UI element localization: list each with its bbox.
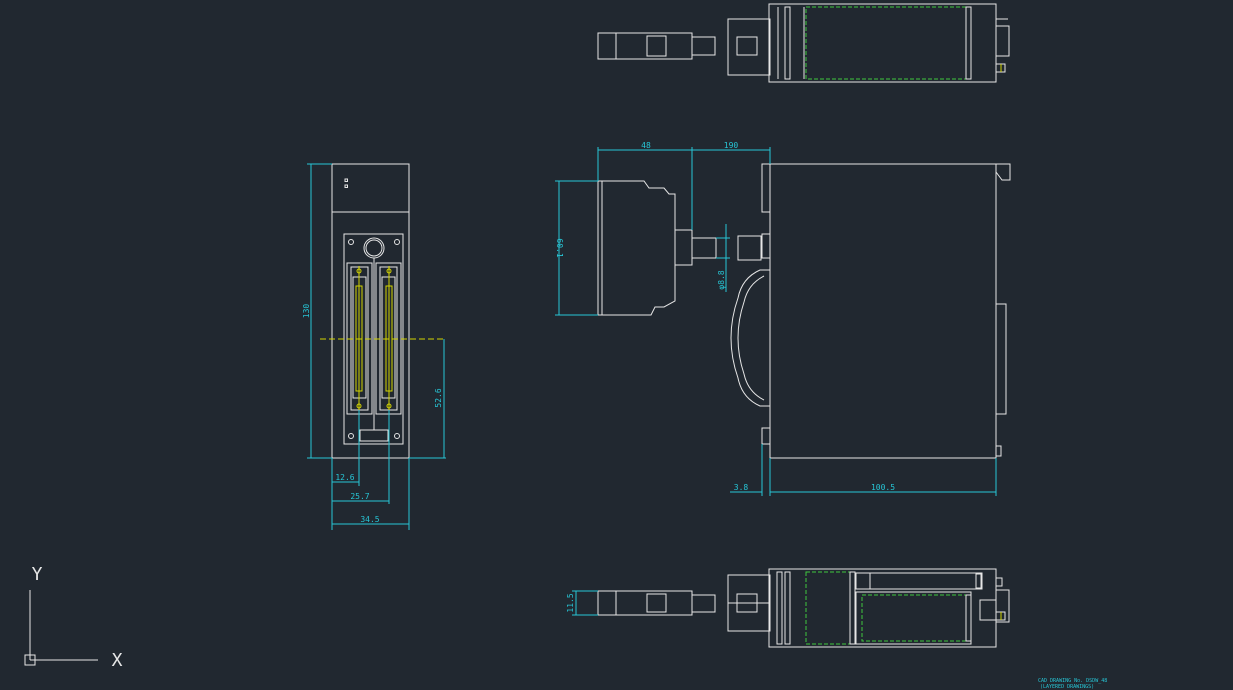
bottom-view <box>597 568 1010 648</box>
dim-60-1: 60.1 <box>555 238 564 257</box>
front-view <box>320 163 444 459</box>
top-view <box>597 3 1010 83</box>
dim-100-5: 100.5 <box>871 483 895 492</box>
dim-34-5: 34.5 <box>360 515 379 524</box>
dim-48: 48 <box>641 141 651 150</box>
ucs-y-label: Y <box>32 564 43 585</box>
dim-11-5: 11.5 <box>566 593 575 612</box>
bottom-view-dimensions: 11.5 <box>566 590 598 616</box>
dim-12-6: 12.6 <box>335 473 354 482</box>
side-view <box>597 163 1011 459</box>
dim-130: 130 <box>302 304 311 319</box>
ucs-icon: Y X <box>24 564 123 671</box>
title-block: CAD DRAWING No. DSDW_48 (LAYERED DRAWING… <box>1038 678 1107 690</box>
dim-190: 190 <box>724 141 739 150</box>
title-block-line2: (LAYERED DRAWINGS) <box>1040 684 1094 690</box>
dim-3-8: 3.8 <box>734 483 749 492</box>
dim-25-7: 25.7 <box>350 492 369 501</box>
ucs-x-label: X <box>112 650 123 671</box>
front-view-dimensions: 130 52.6 12.6 25.7 34.5 <box>302 163 446 530</box>
dim-52-6: 52.6 <box>434 388 443 407</box>
title-block-line1: CAD DRAWING No. DSDW_48 <box>1038 678 1107 684</box>
dim-phi8-8: φ8.8 <box>717 270 726 289</box>
side-view-dimensions: 48 190 60.1 φ8.8 3.8 100.5 <box>555 141 997 496</box>
